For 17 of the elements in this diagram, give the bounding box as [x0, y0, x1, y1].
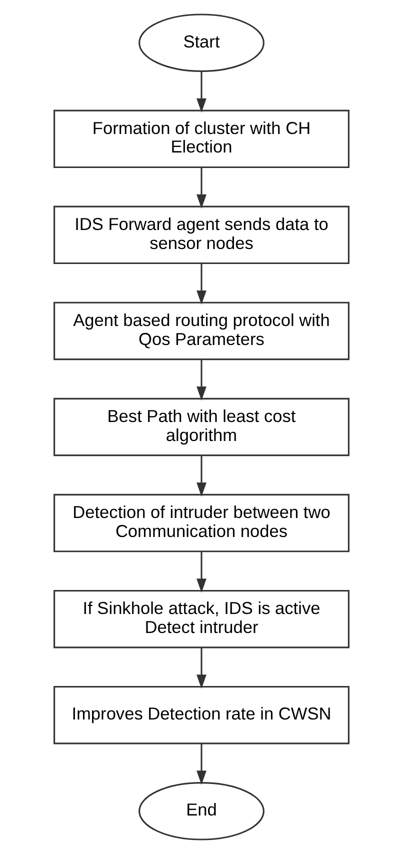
- arrow: [196, 455, 206, 497]
- arrow: [196, 167, 206, 209]
- node-box: IDS Forward agent sends data to sensor nodes: [54, 206, 350, 264]
- arrow: [196, 744, 206, 785]
- arrow: [196, 359, 206, 401]
- arrow: [196, 71, 206, 113]
- node-box: Best Path with least cost algorithm: [54, 398, 350, 456]
- node-box: Agent based routing protocol with Qos Parameters: [54, 302, 350, 360]
- node-ellipse: Start: [138, 14, 264, 72]
- node-box: Formation of cluster with CH Election: [54, 110, 350, 168]
- node-ellipse: End: [138, 782, 264, 840]
- node-box: Detection of intruder between two Communication nodes: [54, 494, 350, 552]
- arrow: [196, 263, 206, 305]
- node-box: If Sinkhole attack, IDS is active Detect intruder: [54, 590, 350, 648]
- arrow: [196, 551, 206, 593]
- arrow: [196, 648, 206, 689]
- node-box: Improves Detection rate in CWSN: [54, 686, 350, 744]
